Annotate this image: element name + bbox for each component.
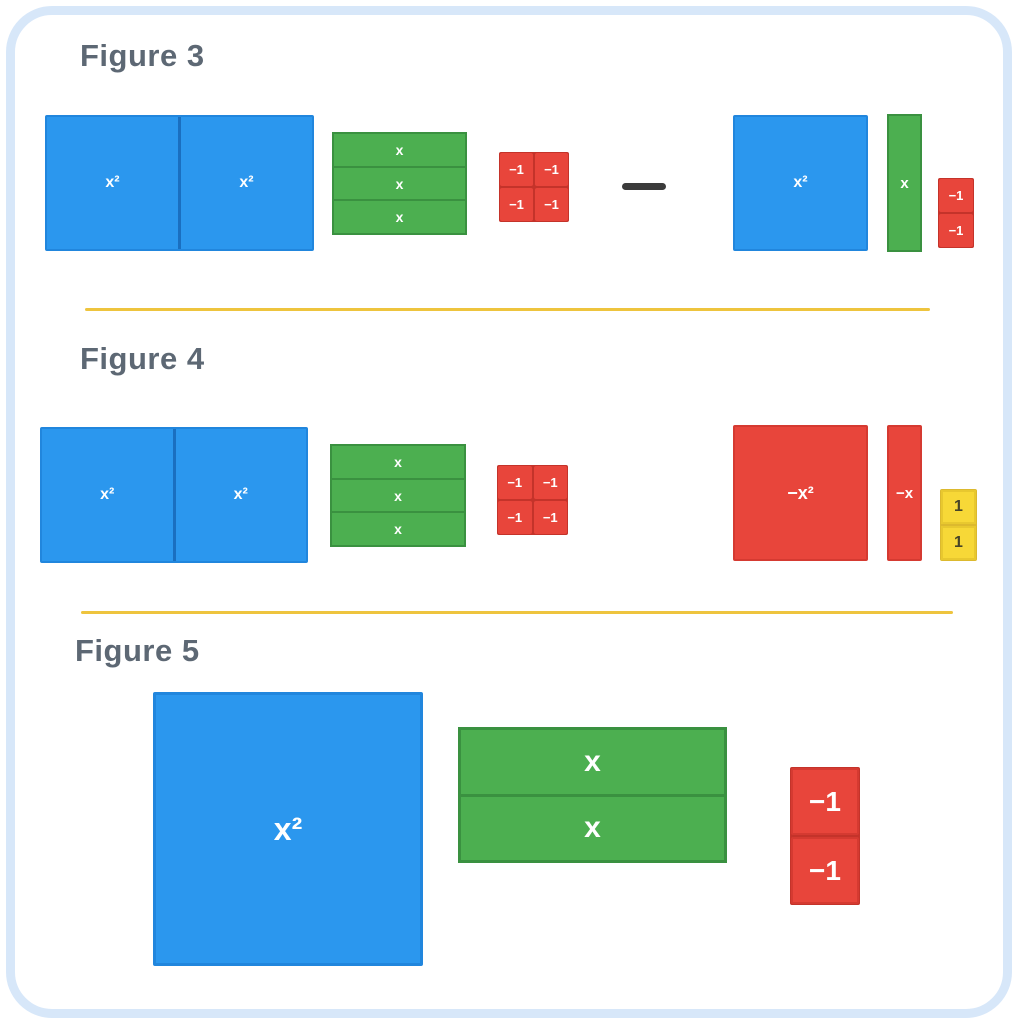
- minus-operator: −: [618, 170, 670, 202]
- neg1-tile: −1: [535, 153, 568, 186]
- x-tile: x: [332, 199, 467, 236]
- neg1-tile: −1: [498, 501, 532, 534]
- figure-3-title: Figure 3: [80, 38, 205, 73]
- x-tile: x: [332, 132, 467, 168]
- neg1-tile: −1: [939, 179, 973, 212]
- neg1-tile-stack-large: −1 −1: [790, 767, 860, 905]
- x-tile: x: [330, 511, 466, 548]
- one-tile: 1: [941, 526, 976, 560]
- x2-tile: x²: [178, 117, 312, 249]
- x2-tile: x²: [733, 115, 868, 251]
- one-tile-stack: 1 1: [940, 489, 977, 561]
- x-tile-stack: x x x: [330, 444, 466, 548]
- neg1-tile: −1: [535, 188, 568, 221]
- minus-icon: [622, 182, 666, 190]
- neg1-tile: −1: [533, 501, 567, 534]
- neg1-tile: −1: [791, 768, 859, 835]
- section-divider: [81, 611, 953, 614]
- x-tile-stack-large: x x: [458, 727, 727, 863]
- x2-tile-large: x²: [153, 692, 423, 966]
- figure-5-title: Figure 5: [75, 633, 200, 668]
- x2-tile: x²: [172, 429, 306, 561]
- x-tile: x: [330, 477, 466, 514]
- x2-tile: x²: [47, 117, 178, 249]
- x-tile: x: [458, 727, 727, 797]
- x-tile: x: [330, 444, 466, 480]
- neg1-tile: −1: [498, 466, 532, 499]
- neg1-tile-stack: −1 −1: [938, 178, 974, 248]
- neg1-tile: −1: [500, 188, 533, 221]
- x-tile: x: [332, 165, 467, 202]
- neg1-tile: −1: [500, 153, 533, 186]
- x-tile-vertical: x: [887, 114, 922, 252]
- x2-tile-pair: x² x²: [40, 427, 308, 563]
- neg-x2-tile: −x²: [733, 425, 868, 561]
- neg1-tile: −1: [791, 837, 859, 904]
- neg1-tile: −1: [533, 466, 567, 499]
- one-tile: 1: [941, 490, 976, 524]
- figure-4-title: Figure 4: [80, 341, 205, 376]
- neg1-tile-grid: −1 −1 −1 −1: [497, 465, 568, 535]
- x2-tile: x²: [42, 429, 173, 561]
- neg1-tile: −1: [939, 214, 973, 247]
- section-divider: [85, 308, 930, 311]
- x-tile-stack: x x x: [332, 132, 467, 236]
- neg-x-tile-vertical: −x: [887, 425, 922, 561]
- x-tile: x: [458, 793, 727, 863]
- x2-tile-pair: x² x²: [45, 115, 314, 251]
- neg1-tile-grid: −1 −1 −1 −1: [499, 152, 569, 222]
